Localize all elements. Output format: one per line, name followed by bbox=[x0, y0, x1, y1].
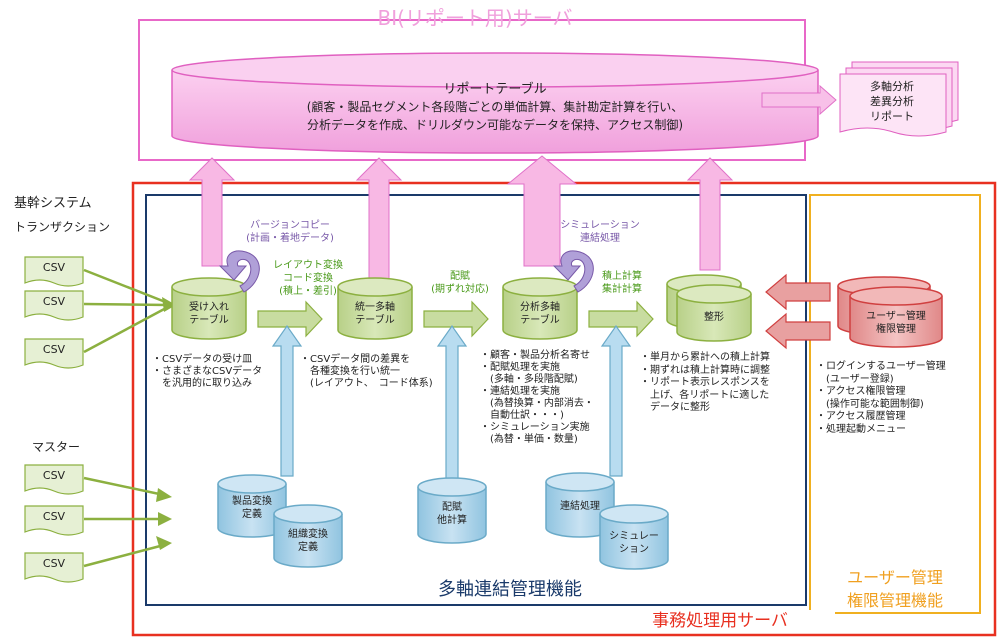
up-arrow-shaping bbox=[686, 157, 734, 271]
office-server-title: 事務処理用サーバ bbox=[605, 610, 835, 633]
csv-arrowhead-m2 bbox=[158, 512, 172, 526]
simulation-link-label-2: 連結処理 bbox=[580, 233, 620, 244]
analysis-notes: ・顧客・製品分析名寄せ ・配賦処理を実施 (多軸・多段階配賦) ・連結処理を実施… bbox=[480, 350, 594, 445]
user-arrow-1 bbox=[765, 273, 831, 311]
simulation-label-2: ション bbox=[619, 544, 649, 555]
unified-table-label-1: 統一多軸 bbox=[355, 302, 395, 313]
blue-arrow-analysis bbox=[436, 324, 468, 481]
user-auth-title-1: ユーザー管理 bbox=[847, 568, 943, 587]
flow-arrow-2 bbox=[423, 300, 489, 338]
multi-axis-frame bbox=[145, 194, 807, 606]
simulation-label-1: シミュレー bbox=[609, 531, 659, 542]
report-table-title: リポートテーブル bbox=[443, 82, 547, 97]
alloc-calc-label-1: 配賦 bbox=[442, 502, 462, 513]
master-label: マスター bbox=[32, 440, 81, 454]
product-conv-label-1: 製品変換 bbox=[232, 496, 272, 507]
receive-table-label-2: テーブル bbox=[189, 315, 229, 326]
report-output-arrow bbox=[761, 84, 837, 116]
csv-label-6: CSV bbox=[42, 557, 66, 570]
reports-document-stack bbox=[839, 61, 959, 137]
up-arrow-receive bbox=[188, 157, 236, 267]
consolidation-label: 連結処理 bbox=[560, 501, 600, 512]
shaping-notes: ・単月から累計への積上計算 ・期ずれは積上計算時に調整 ・リポート表示レスポンス… bbox=[640, 352, 770, 413]
version-copy-loop-icon bbox=[218, 250, 260, 293]
cumulative-label-2: 集計計算 bbox=[602, 284, 642, 295]
org-conv-label-2: 定義 bbox=[298, 542, 318, 553]
user-auth-frame bbox=[809, 194, 981, 614]
csv-doc-1 bbox=[24, 256, 84, 287]
up-arrow-unified bbox=[355, 157, 403, 281]
csv-arrowhead-1 bbox=[162, 297, 176, 312]
user-mgmt-label-2: 権限管理 bbox=[876, 324, 916, 335]
csv-transaction-arrows bbox=[83, 268, 169, 354]
product-conversion-cylinder bbox=[217, 474, 287, 538]
layout-convert-label-1: レイアウト変換 bbox=[273, 260, 343, 271]
receive-notes: ・CSVデータの受け皿 ・さまざまなCSVデータ を汎用的に取り込み bbox=[152, 354, 263, 389]
report-table-desc-2: 分析データを作成、ドリルダウン可能なデータを保持、アクセス制御) bbox=[306, 118, 684, 132]
csv-doc-4 bbox=[24, 464, 84, 495]
report-table-cylinder bbox=[171, 52, 819, 154]
user-notes: ・ログインするユーザー管理 (ユーザー登録) ・アクセス権限管理 (操作可能な範… bbox=[816, 361, 946, 435]
unified-table-cylinder bbox=[337, 277, 413, 340]
csv-label-1: CSV bbox=[42, 261, 66, 274]
version-copy-label-2: (計画・着地データ) bbox=[246, 233, 334, 244]
layout-convert-label-3: (積上・差引) bbox=[279, 286, 337, 297]
csv-doc-6 bbox=[24, 552, 84, 583]
reports-label-2: 差異分析 bbox=[870, 95, 914, 108]
shaping-cylinder bbox=[676, 284, 752, 342]
csv-label-2: CSV bbox=[42, 295, 66, 308]
user-mgmt-cylinder bbox=[849, 286, 943, 348]
layout-convert-label-2: コード変換 bbox=[283, 273, 333, 284]
csv-master-arrows bbox=[83, 476, 165, 568]
receive-table-label-1: 受け入れ bbox=[189, 302, 229, 313]
flow-arrow-1 bbox=[257, 300, 323, 338]
reports-label-1: 多軸分析 bbox=[870, 80, 914, 93]
analysis-table-label-2: テーブル bbox=[520, 315, 560, 326]
user-mgmt-label-1: ユーザー管理 bbox=[866, 311, 926, 322]
allocation-calc-cylinder bbox=[417, 477, 487, 544]
multi-axis-title: 多軸連結管理機能 bbox=[438, 579, 582, 600]
simulation-loop-icon bbox=[552, 250, 594, 293]
unified-table-label-2: テーブル bbox=[355, 315, 395, 326]
org-conversion-cylinder bbox=[273, 504, 343, 568]
csv-doc-5 bbox=[24, 505, 84, 536]
reports-label-3: リポート bbox=[870, 110, 914, 123]
receive-table-cylinder bbox=[171, 277, 247, 340]
unified-notes: ・CSVデータ間の差異を 各種変換を行い統一 (レイアウト、 コード体系) bbox=[300, 354, 433, 389]
version-copy-label-1: バージョンコピー bbox=[250, 220, 330, 231]
flow-arrow-3 bbox=[588, 300, 654, 338]
csv-label-3: CSV bbox=[42, 343, 66, 356]
up-arrow-analysis bbox=[506, 155, 578, 267]
user-arrow-2 bbox=[765, 312, 831, 350]
allocation-label-1: 配賦 bbox=[450, 271, 470, 282]
consolidation-cylinder bbox=[545, 472, 615, 538]
csv-doc-2 bbox=[24, 290, 84, 321]
simulation-cylinder bbox=[599, 504, 669, 570]
allocation-label-2: (期ずれ対応) bbox=[431, 284, 489, 295]
alloc-calc-label-2: 他計算 bbox=[437, 515, 467, 526]
shaping-label: 整形 bbox=[704, 312, 724, 323]
csv-label-4: CSV bbox=[42, 469, 66, 482]
csv-label-5: CSV bbox=[42, 510, 66, 523]
core-system-label: 基幹システム bbox=[14, 196, 92, 211]
csv-doc-3 bbox=[24, 338, 84, 369]
csv-arrowhead-m3 bbox=[156, 536, 172, 550]
org-conv-label-1: 組織変換 bbox=[288, 529, 328, 540]
blue-arrow-unified bbox=[271, 324, 303, 477]
bi-server-title: BI(リポート用)サーバ bbox=[377, 6, 573, 30]
blue-arrow-shaping bbox=[600, 324, 632, 477]
product-conv-label-2: 定義 bbox=[242, 509, 262, 520]
csv-arrowhead-m1 bbox=[156, 488, 172, 502]
analysis-table-label-1: 分析多軸 bbox=[520, 302, 560, 313]
transaction-label: トランザクション bbox=[14, 220, 111, 234]
cumulative-label-1: 積上計算 bbox=[602, 271, 642, 282]
report-table-desc-1: (顧客・製品セグメント各段階ごとの単価計算、集計勘定計算を行い、 bbox=[306, 100, 684, 114]
user-auth-title-2: 権限管理機能 bbox=[846, 591, 943, 610]
analysis-table-cylinder bbox=[502, 277, 578, 340]
simulation-link-label-1: シミュレーション bbox=[560, 220, 640, 231]
